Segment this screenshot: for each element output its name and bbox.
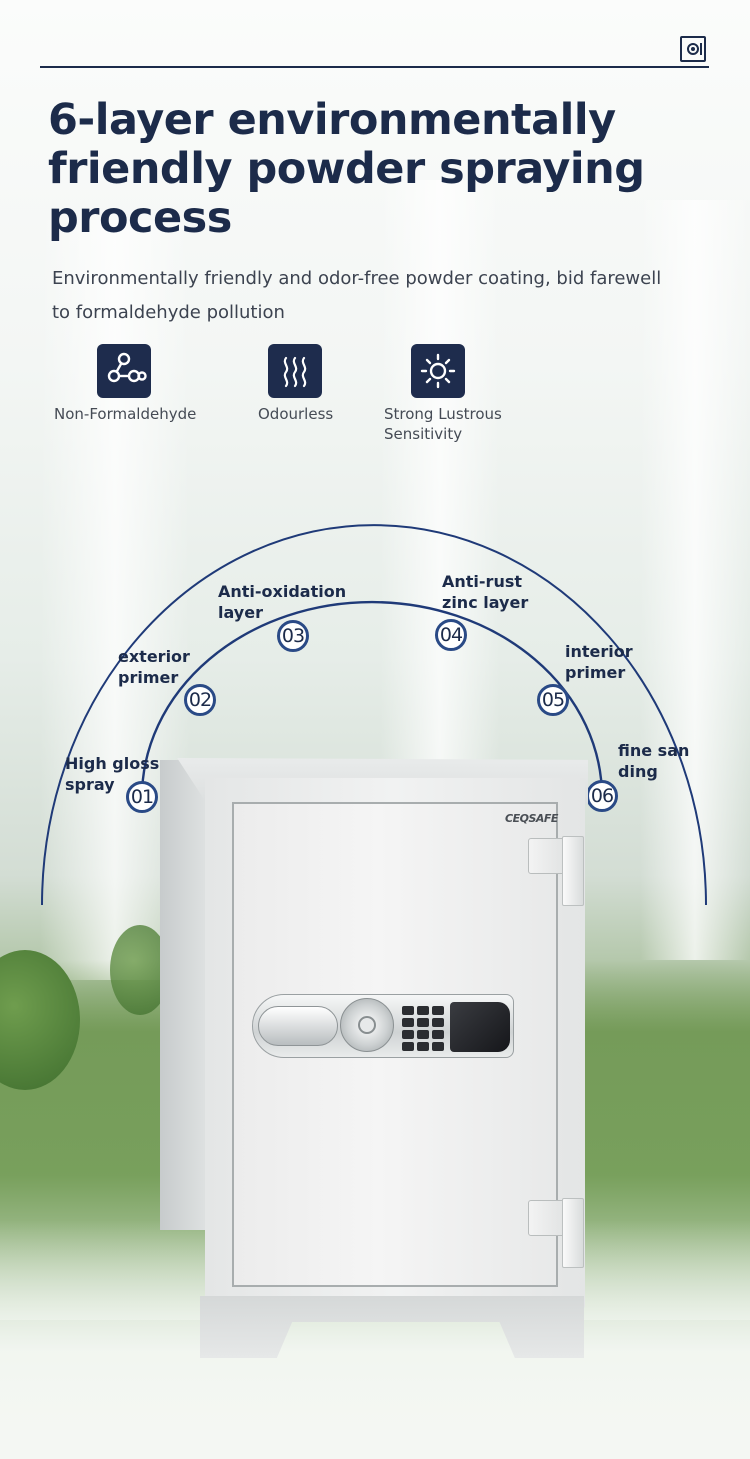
- layer-badge-02: 02: [184, 684, 216, 716]
- feature-non-formaldehyde: Non-Formaldehyde: [54, 344, 196, 424]
- page-title: 6-layer environmentally friendly powder …: [48, 95, 645, 243]
- layer-badge-05: 05: [537, 684, 569, 716]
- safe-side-panel: [160, 760, 208, 1230]
- feature-label: Non-Formaldehyde: [54, 405, 197, 423]
- layer-badge-06: 06: [586, 780, 618, 812]
- header-rule: [40, 66, 709, 68]
- keypad-display: [450, 1002, 510, 1052]
- layer-label-01: High gloss spray: [65, 754, 160, 794]
- feature-lustrous: Strong Lustrous Sensitivity: [384, 344, 534, 444]
- brand-logo: CEQSAFE: [505, 812, 558, 825]
- layer-label-05: interior primer: [565, 642, 633, 682]
- keypad: [402, 1006, 448, 1051]
- sparkle-icon: [411, 344, 465, 398]
- keyhole-icon: [358, 1016, 376, 1034]
- feature-label: Strong Lustrous Sensitivity: [384, 405, 502, 443]
- feature-odourless: Odourless: [258, 344, 333, 424]
- door-handle: [258, 1006, 338, 1046]
- layer-label-02: exterior primer: [118, 647, 190, 687]
- feature-label: Odourless: [258, 405, 334, 423]
- layer-badge-04: 04: [435, 619, 467, 651]
- safe-icon: [680, 36, 706, 62]
- layer-badge-01: 01: [126, 781, 158, 813]
- layer-label-06: fine san ding: [618, 741, 690, 781]
- page-subtitle: Environmentally friendly and odor-free p…: [52, 268, 662, 323]
- layer-badge-03: 03: [277, 620, 309, 652]
- molecule-icon: [97, 344, 151, 398]
- hinge-top-pin: [562, 836, 584, 906]
- waves-icon: [268, 344, 322, 398]
- layer-label-04: Anti-rust zinc layer: [442, 572, 529, 612]
- layer-label-03: Anti-oxidation layer: [218, 582, 347, 622]
- hinge-bottom-pin: [562, 1198, 584, 1268]
- background-pillar: [640, 200, 750, 960]
